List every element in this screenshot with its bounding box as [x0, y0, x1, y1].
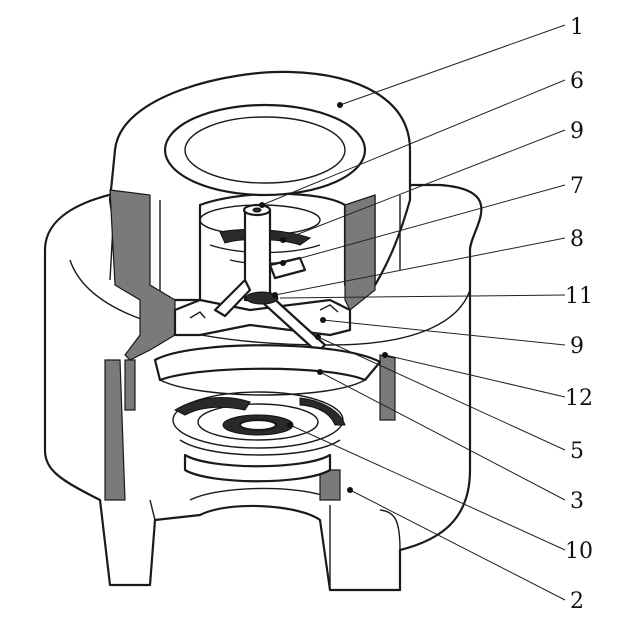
callout-2: 2 [570, 589, 584, 614]
callout-11: 11 [565, 284, 593, 309]
callout-9-lower: 9 [570, 334, 584, 359]
callout-12: 12 [565, 386, 593, 411]
callout-labels: 1 6 9 7 8 11 9 12 5 3 10 2 [565, 15, 593, 614]
section-wall-right [319, 194, 396, 501]
callout-9-upper: 9 [570, 119, 584, 144]
callout-7: 7 [570, 174, 584, 199]
central-stem [213, 203, 327, 354]
callout-6: 6 [570, 69, 584, 94]
section-wall-left [104, 189, 176, 501]
callout-8: 8 [570, 227, 584, 252]
leader-lines [259, 24, 566, 601]
callout-10: 10 [565, 539, 593, 564]
callout-1: 1 [570, 15, 584, 40]
callout-5: 5 [570, 439, 584, 464]
callout-3: 3 [570, 489, 584, 514]
lower-spring [172, 391, 346, 483]
